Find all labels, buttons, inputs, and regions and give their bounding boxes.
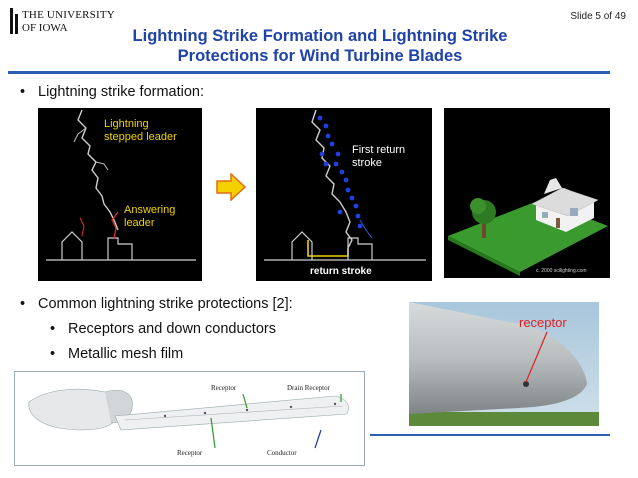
slide-title: Lightning Strike Formation and Lightning… (110, 26, 530, 66)
label-receptor: receptor (519, 315, 567, 330)
sub-bullet-receptors: •Receptors and down conductors (50, 321, 276, 337)
label-answering-leader: Answering leader (124, 204, 175, 230)
blade-photo-image (409, 302, 599, 426)
sub-bullet-mesh-text: Metallic mesh film (68, 346, 184, 362)
right-arrow-icon (216, 173, 246, 201)
title-line-2: Protections for Wind Turbine Blades (177, 47, 463, 65)
bullet-protections: •Common lightning strike protections [2]… (20, 296, 293, 312)
label-answering-line1: Answering (124, 204, 176, 216)
bullet-formation: •Lightning strike formation: (20, 84, 205, 100)
blade-diagram: Receptor Drain Receptor Receptor Conduct… (14, 371, 365, 466)
label-stepped-line2: stepped leader (104, 131, 177, 143)
image-credit: c. 2000 scilighting.com (536, 268, 587, 274)
slide-number: Slide 5 of 49 (570, 11, 626, 22)
figure-return-stroke: First return stroke return stroke (256, 108, 432, 281)
house-scene-illustration (448, 178, 608, 276)
label-first-line1: First return (352, 144, 406, 156)
bullet-protections-text: Common lightning strike protections [2]: (38, 296, 293, 312)
diagram-label-drain-receptor: Drain Receptor (287, 384, 330, 392)
label-first-line2: stroke (352, 157, 382, 169)
sub-bullet-mesh: •Metallic mesh film (50, 346, 184, 362)
label-answering-line2: leader (124, 217, 155, 229)
bullet-formation-text: Lightning strike formation: (38, 84, 205, 100)
sub-bullet-receptors-text: Receptors and down conductors (68, 321, 276, 337)
university-logo: THE UNIVERSITY OF IOWA (8, 6, 115, 36)
label-stepped-leader: Lightning stepped leader (104, 118, 177, 144)
return-stroke-illustration (264, 109, 426, 261)
figure-stepped-leader: Lightning stepped leader Answering leade… (38, 108, 202, 281)
blade-diagram-illustration (28, 388, 349, 449)
stepped-leader-illustration (46, 109, 196, 261)
blade-photo: receptor (409, 302, 599, 426)
label-first-return-stroke: First return stroke (352, 144, 405, 170)
title-divider (8, 71, 610, 74)
diagram-label-receptor-bottom: Receptor (177, 449, 203, 457)
label-return-stroke: return stroke (310, 266, 372, 277)
figure-house-scene: c. 2000 scilighting.com (444, 108, 610, 278)
logo-text-line2: OF IOWA (22, 22, 68, 34)
diagram-label-receptor: Receptor (211, 384, 237, 392)
bottom-divider (370, 434, 610, 436)
diagram-label-conductor: Conductor (267, 449, 297, 457)
title-line-1: Lightning Strike Formation and Lightning… (132, 27, 508, 45)
logo-text-line1: THE UNIVERSITY (22, 9, 115, 21)
logo-mark-icon (10, 8, 18, 34)
label-stepped-line1: Lightning (104, 118, 149, 130)
